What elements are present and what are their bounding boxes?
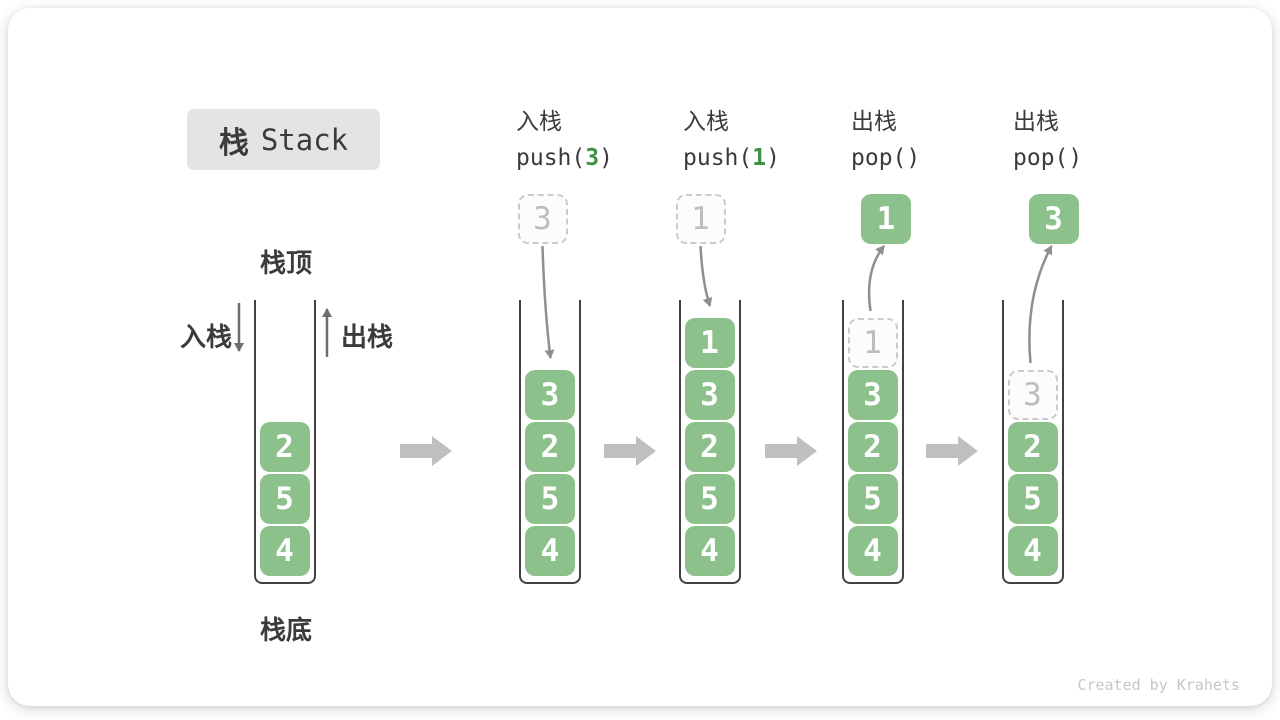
title-en: Stack <box>260 122 349 157</box>
op-label: 入栈 <box>516 108 562 134</box>
op-code: pop() <box>851 145 921 171</box>
stack-container <box>519 300 581 584</box>
pop-legend-label: 出栈 <box>341 322 394 352</box>
stack-bottom-label: 栈底 <box>259 615 312 645</box>
stack-cell: 5 <box>259 474 310 524</box>
op-code: push(1) <box>683 145 780 171</box>
title-zh: 栈 <box>218 126 249 160</box>
stack-cell: 4 <box>1007 526 1058 576</box>
stack-cell: 4 <box>259 526 310 576</box>
stack-cell: 2 <box>259 422 310 472</box>
op-code: push(3) <box>516 145 613 171</box>
stack-cell: 5 <box>1007 474 1058 524</box>
op-header: 入栈 push(3) <box>516 103 613 177</box>
stack-cell: 2 <box>1007 422 1058 472</box>
stack-cell: 3 <box>847 370 898 420</box>
stack-cell: 5 <box>684 474 735 524</box>
op-header: 出栈 pop() <box>1013 103 1082 177</box>
stack-cell: 4 <box>684 526 735 576</box>
stack-cell: 1 <box>684 318 735 368</box>
op-code-arg: 3 <box>585 145 600 171</box>
op-label: 入栈 <box>683 108 729 134</box>
stack-container <box>253 300 316 584</box>
stack-top-label: 栈顶 <box>259 248 312 278</box>
watermark: Created by Krahets <box>1077 676 1240 694</box>
stack-cell: 5 <box>847 474 898 524</box>
stack-cell: 3 <box>525 370 575 420</box>
stack-cell: 2 <box>525 422 575 472</box>
floating-value-box: 1 <box>861 194 911 244</box>
op-header: 出栈 pop() <box>851 103 920 177</box>
stack-cell: 2 <box>847 422 898 472</box>
op-label: 出栈 <box>1013 108 1059 134</box>
stack-container <box>1001 300 1064 584</box>
stack-cell: 4 <box>525 526 575 576</box>
stack-container <box>841 300 904 584</box>
floating-value-box-dashed: 1 <box>675 194 726 244</box>
op-label: 出栈 <box>851 108 897 134</box>
op-code: pop() <box>1013 145 1083 171</box>
stack-cell: 4 <box>847 526 898 576</box>
op-header: 入栈 push(1) <box>683 103 780 177</box>
stack-cell: 5 <box>525 474 575 524</box>
stack-cell: 3 <box>684 370 735 420</box>
title-badge: 栈 Stack <box>187 109 380 170</box>
floating-value-box-dashed: 3 <box>517 194 568 244</box>
stack-cell-ghost: 3 <box>1007 370 1058 420</box>
stack-cell-ghost: 1 <box>847 318 898 368</box>
floating-value-box: 3 <box>1028 194 1079 244</box>
stack-cell: 2 <box>684 422 735 472</box>
stack-container <box>678 300 741 584</box>
op-code-arg: 1 <box>752 145 767 171</box>
push-legend-label: 入栈 <box>179 322 232 352</box>
